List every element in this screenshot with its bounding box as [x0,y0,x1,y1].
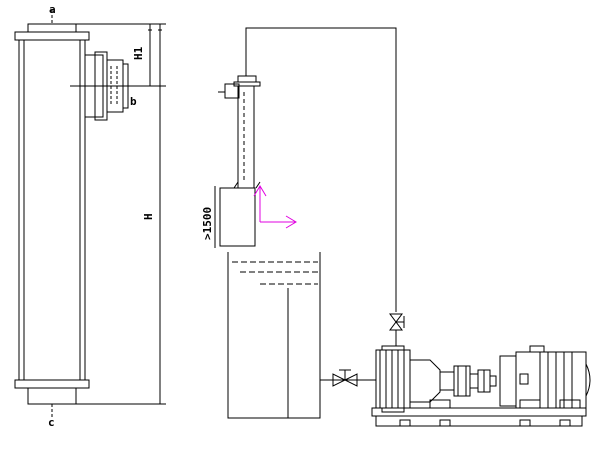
separator-column-icon [14,10,129,418]
label-h: H [142,213,155,220]
valve-icon [389,313,405,346]
label-h1: H1 [132,46,145,60]
standpipe-icon [214,27,397,312]
label-a: a [49,3,56,16]
label-b: b [130,95,137,108]
dimension-lines [70,23,166,405]
label-depth: >1500 [201,207,214,240]
axis-marker [253,185,297,229]
valve-icon [332,369,358,387]
pump-motor-icon [371,345,591,427]
label-c: c [48,416,55,429]
tank-icon [227,252,321,419]
